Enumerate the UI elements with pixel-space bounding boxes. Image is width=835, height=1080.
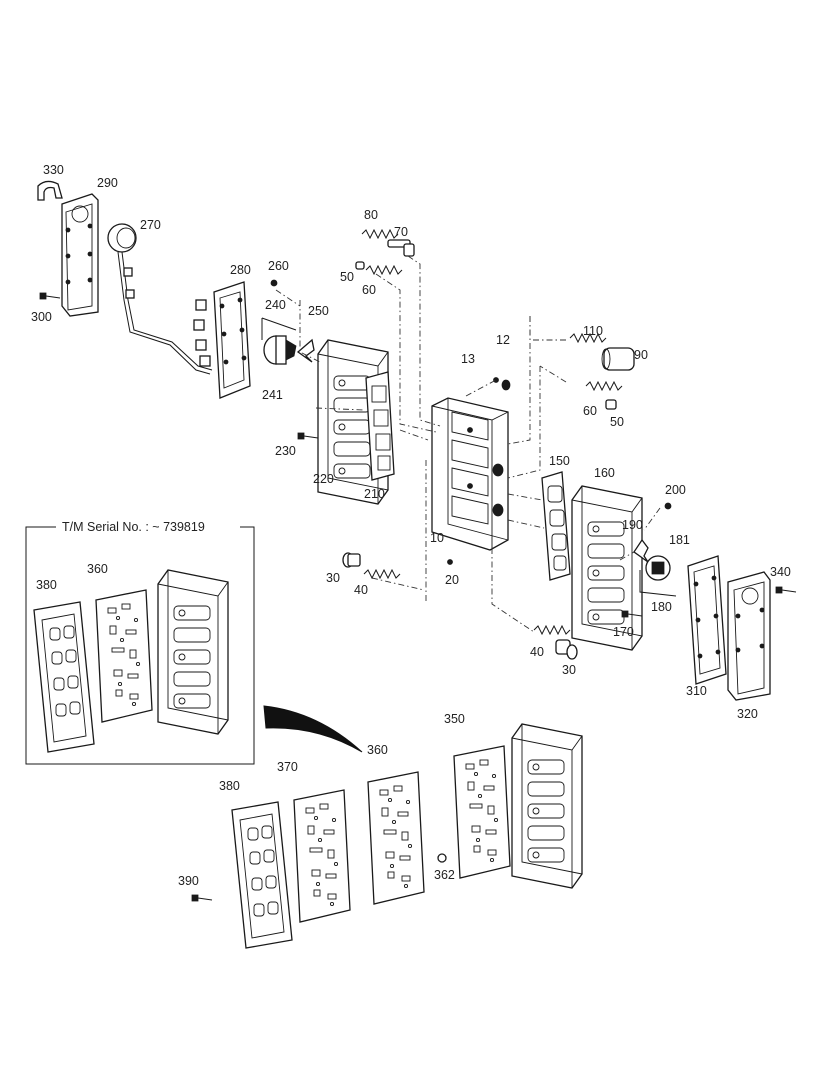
part-190-bracket: [633, 538, 649, 563]
label-160: 160: [594, 466, 615, 480]
part-40-spring-b: [533, 625, 571, 635]
label-241: 241: [262, 388, 283, 402]
part-300-bolt: [39, 292, 61, 300]
part-50-plug-a: [355, 261, 365, 270]
part-90-valve: [601, 347, 635, 371]
label-260: 260: [268, 259, 289, 273]
label-210: 210: [364, 487, 385, 501]
part-350-plate: [453, 745, 511, 879]
label-20: 20: [445, 573, 459, 587]
part-362-filter: [437, 853, 447, 863]
label-150: 150: [549, 454, 570, 468]
label-220: 220: [313, 472, 334, 486]
label-240: 240: [265, 298, 286, 312]
part-360-plate: [367, 771, 425, 905]
part-12-plug: [501, 379, 511, 391]
part-30-plug-b: [555, 639, 578, 660]
label-230: 230: [275, 444, 296, 458]
label-180: 180: [651, 600, 672, 614]
part-50-plug-b: [605, 399, 617, 410]
part-310-gasket: [687, 555, 727, 685]
label-12: 12: [496, 333, 510, 347]
label-40b: 40: [530, 645, 544, 659]
label-60a: 60: [362, 283, 376, 297]
label-380: 380: [219, 779, 240, 793]
label-360-inset: 360: [87, 562, 108, 576]
serial-inset: T/M Serial No. : ~ 739819: [25, 519, 255, 765]
label-300: 300: [31, 310, 52, 324]
inset-part-380: [33, 601, 95, 753]
part-13-ball: [493, 377, 499, 383]
part-320-cover: [727, 571, 771, 701]
label-250: 250: [308, 304, 329, 318]
label-380-inset: 380: [36, 578, 57, 592]
label-370: 370: [277, 760, 298, 774]
label-70: 70: [394, 225, 408, 239]
label-280: 280: [230, 263, 251, 277]
part-150-gasket: [541, 471, 571, 581]
part-230-bolt: [297, 432, 319, 440]
part-210-gasket: [365, 371, 395, 481]
transition-arrow: [263, 705, 363, 753]
label-360: 360: [367, 743, 388, 757]
label-30a: 30: [326, 571, 340, 585]
inset-part-360: [95, 589, 153, 723]
part-80-spring: [361, 229, 399, 239]
label-362: 362: [434, 868, 455, 882]
label-270: 270: [140, 218, 161, 232]
label-40a: 40: [354, 583, 368, 597]
label-390: 390: [178, 874, 199, 888]
label-50a: 50: [340, 270, 354, 284]
label-310: 310: [686, 684, 707, 698]
part-290-cover: [61, 193, 99, 317]
part-250-bracket: [296, 338, 315, 363]
label-50b: 50: [610, 415, 624, 429]
lower-valve-body: [511, 723, 583, 889]
part-330-clip: [37, 180, 63, 201]
label-290: 290: [97, 176, 118, 190]
inset-title: T/M Serial No. : ~ 739819: [62, 520, 205, 534]
part-200-plug: [664, 502, 672, 510]
inset-valve-body: [157, 569, 229, 735]
label-320: 320: [737, 707, 758, 721]
label-10: 10: [430, 531, 444, 545]
label-170: 170: [613, 625, 634, 639]
label-110: 110: [583, 324, 603, 338]
part-30-plug-a: [342, 552, 361, 568]
part-20-ball: [447, 559, 453, 565]
label-350: 350: [444, 712, 465, 726]
part-60-spring-a: [365, 265, 403, 275]
part-10-main-valve-body: [431, 397, 509, 551]
part-70-valve: [387, 239, 415, 257]
assembly-lines: [275, 255, 661, 633]
part-370-plate: [293, 789, 351, 923]
label-80: 80: [364, 208, 378, 222]
part-240-solenoid: [261, 317, 297, 365]
part-180-solenoid: [639, 555, 677, 597]
label-13: 13: [461, 352, 475, 366]
label-330: 330: [43, 163, 64, 177]
label-190: 190: [622, 518, 643, 532]
part-40-spring-a: [363, 569, 401, 579]
label-90: 90: [634, 348, 648, 362]
part-390-bolt: [191, 894, 213, 902]
part-270-harness: [107, 223, 213, 375]
label-200: 200: [665, 483, 686, 497]
part-260-plug: [270, 279, 278, 287]
part-380-plate: [231, 801, 293, 949]
label-181: 181: [669, 533, 690, 547]
part-60-spring-b: [585, 381, 623, 391]
label-30b: 30: [562, 663, 576, 677]
callout-labels: 330 290 270 300 280 260 240 250 241 230 …: [31, 163, 791, 888]
part-340-bolt: [775, 586, 797, 594]
label-340: 340: [770, 565, 791, 579]
part-280-gasket: [213, 281, 251, 399]
label-60b: 60: [583, 404, 597, 418]
